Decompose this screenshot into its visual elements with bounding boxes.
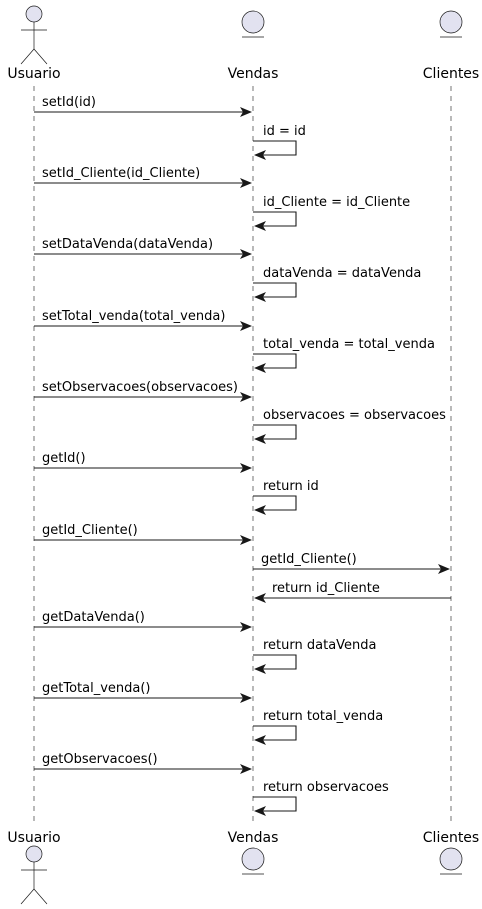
- message-label: return id_Cliente: [272, 581, 380, 596]
- message-label: dataVenda = dataVenda: [263, 266, 421, 281]
- entity-icon-vendas-top: [241, 10, 265, 38]
- self-message-arrow: [253, 140, 297, 160]
- message-label: setObservacoes(observacoes): [42, 380, 238, 395]
- participant-label-usuario-top: Usuario: [7, 66, 60, 82]
- entity-icon-clientes-bottom: [439, 847, 463, 875]
- message-label: return total_venda: [263, 709, 383, 724]
- message-label: getDataVenda(): [42, 610, 145, 625]
- self-message-arrow: [253, 353, 297, 373]
- actor-icon-usuario-top: [20, 5, 48, 65]
- entity-icon-vendas-bottom: [241, 847, 265, 875]
- participant-label-clientes-bottom: Clientes: [423, 830, 479, 846]
- participant-label-clientes-top: Clientes: [423, 66, 479, 82]
- participant-label-usuario-bottom: Usuario: [7, 830, 60, 846]
- message-label: getObservacoes(): [42, 752, 158, 767]
- self-message-arrow: [253, 725, 297, 745]
- message-label: id_Cliente = id_Cliente: [263, 195, 410, 210]
- message-label: return id: [263, 479, 319, 494]
- message-label: return dataVenda: [263, 638, 377, 653]
- message-label: setId(id): [42, 95, 96, 110]
- entity-icon-clientes-top: [439, 10, 463, 38]
- self-message-arrow: [253, 654, 297, 674]
- participant-label-vendas-top: Vendas: [228, 66, 279, 82]
- participant-label-vendas-bottom: Vendas: [228, 830, 279, 846]
- message-label: return observacoes: [263, 780, 389, 795]
- self-message-arrow: [253, 495, 297, 515]
- self-message-arrow: [253, 796, 297, 816]
- self-message-arrow: [253, 282, 297, 302]
- message-label: setTotal_venda(total_venda): [42, 309, 225, 324]
- message-label: id = id: [263, 124, 306, 139]
- message-label: observacoes = observacoes: [263, 408, 446, 423]
- message-label: getId_Cliente(): [42, 523, 138, 538]
- message-label: getId(): [42, 451, 86, 466]
- message-label: setDataVenda(dataVenda): [42, 237, 213, 252]
- message-label: setId_Cliente(id_Cliente): [42, 166, 200, 181]
- self-message-arrow: [253, 424, 297, 444]
- self-message-arrow: [253, 211, 297, 231]
- message-label: total_venda = total_venda: [263, 337, 435, 352]
- actor-icon-usuario-bottom: [20, 845, 48, 905]
- message-label: getTotal_venda(): [42, 681, 151, 696]
- message-label: getId_Cliente(): [261, 552, 357, 567]
